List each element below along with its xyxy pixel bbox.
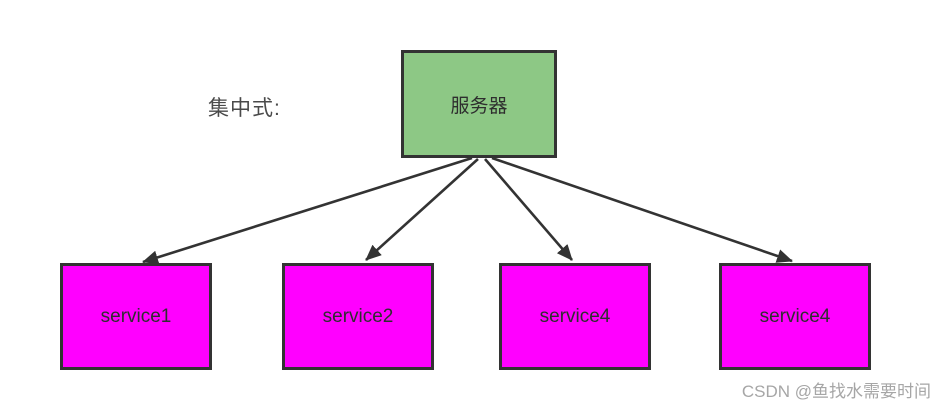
service-node-1[interactable]: service1 — [60, 263, 212, 370]
service-node-3[interactable]: service4 — [499, 263, 651, 370]
service-node-3-label: service4 — [539, 305, 611, 327]
diagram-heading: 集中式: — [208, 97, 281, 120]
edge-server-to-service3 — [484, 158, 573, 261]
watermark: CSDN @鱼找水需要时间 — [741, 382, 931, 401]
server-node[interactable]: 服务器 — [401, 50, 557, 158]
edge-server-to-service1 — [142, 156, 473, 265]
service-node-2-label: service2 — [322, 305, 394, 327]
service-node-2[interactable]: service2 — [282, 263, 434, 370]
edge-server-to-service2 — [365, 158, 479, 261]
service-node-4[interactable]: service4 — [719, 263, 871, 370]
server-node-label: 服务器 — [450, 95, 508, 117]
service-node-4-label: service4 — [759, 305, 831, 327]
edge-server-to-service4 — [491, 156, 793, 263]
service-node-1-label: service1 — [100, 305, 172, 327]
